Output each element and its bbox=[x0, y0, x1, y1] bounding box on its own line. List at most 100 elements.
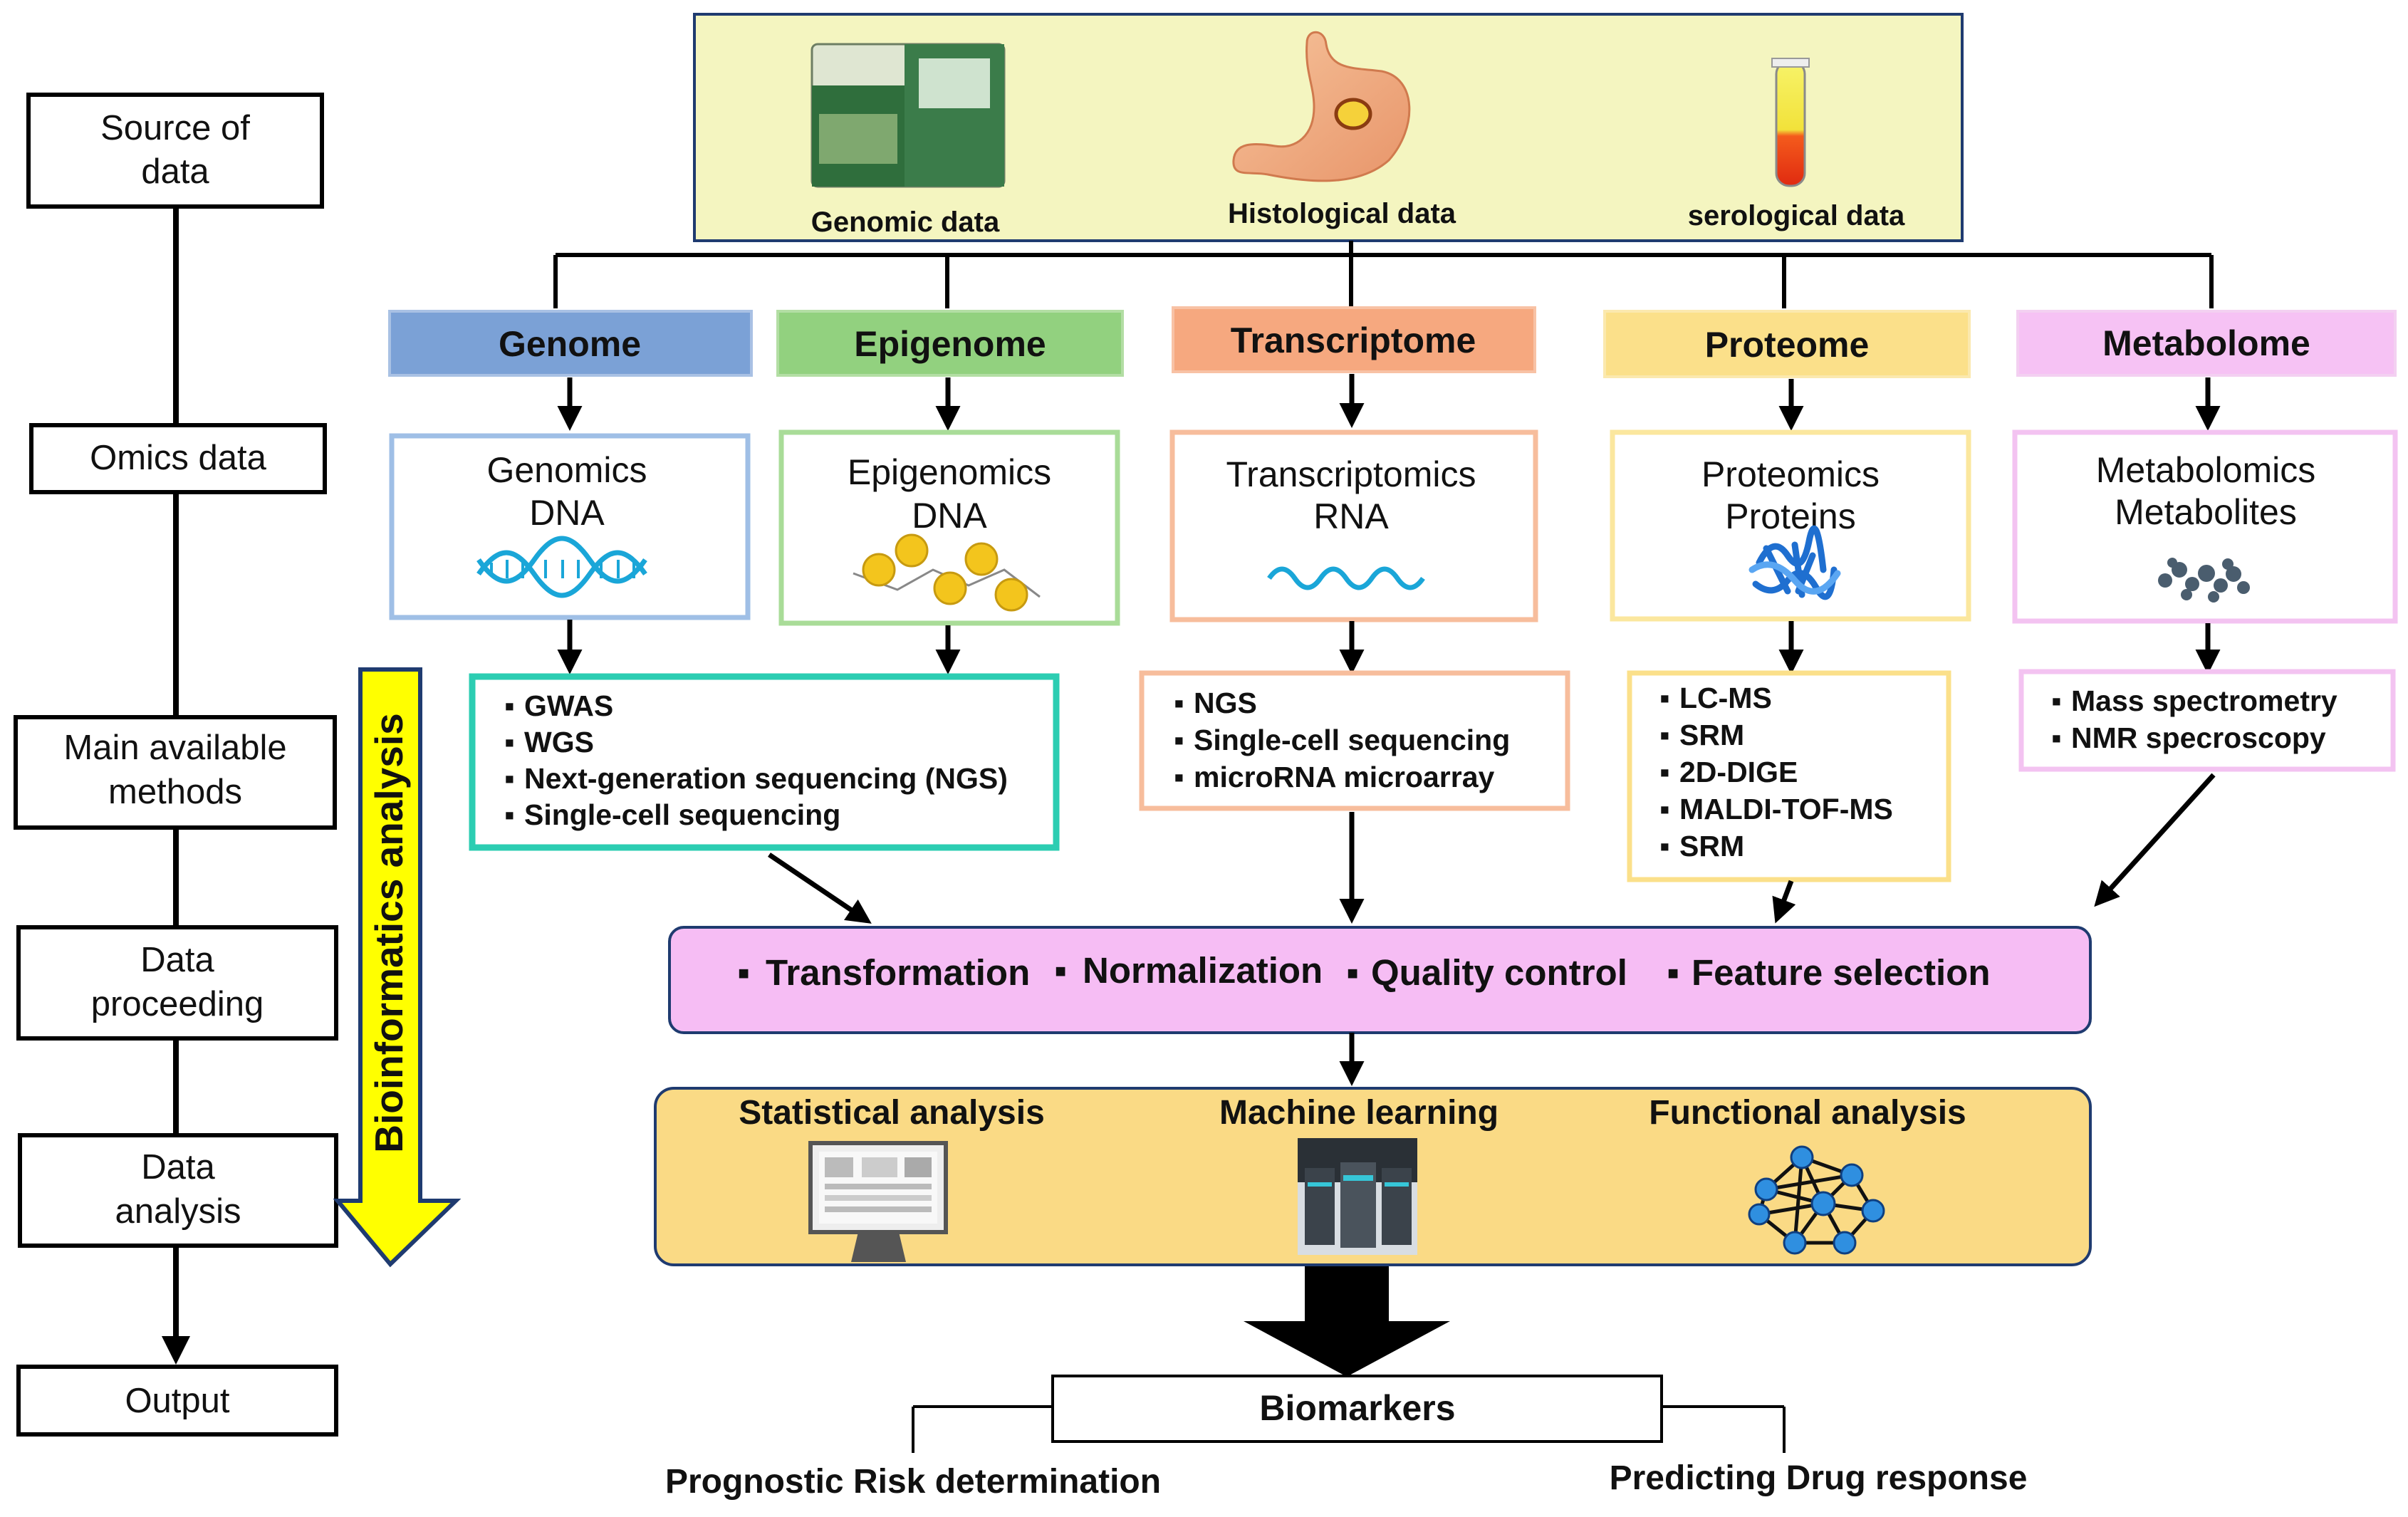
dna-helix-icon bbox=[476, 536, 647, 598]
stomach-icon bbox=[1232, 31, 1411, 182]
biomarkers-label: Biomarkers bbox=[1259, 1388, 1455, 1428]
step-analysis-line1: Data bbox=[141, 1148, 215, 1187]
server-racks-icon bbox=[1298, 1138, 1417, 1255]
step-proceeding-line2: proceeding bbox=[91, 985, 264, 1023]
omics-headers: Genome Epigenome Transcriptome Proteome … bbox=[388, 306, 2397, 378]
header-genome bbox=[388, 310, 753, 377]
metabolomics-line1: Metabolomics bbox=[2096, 450, 2315, 490]
source-connector bbox=[553, 241, 2214, 308]
analysis-bar: Statistical analysis Machine learning Fu… bbox=[654, 1087, 2092, 1266]
rna-wave-icon bbox=[1267, 566, 1425, 590]
svg-text:▪: ▪ bbox=[1659, 830, 1670, 862]
genome-method-bullet: ▪ bbox=[504, 798, 515, 831]
svg-text:▪: ▪ bbox=[1659, 756, 1670, 788]
source-histological-label: Histological data bbox=[1228, 198, 1456, 229]
proteome-method-2: SRM bbox=[1679, 719, 1744, 751]
step-methods-line1: Main available bbox=[63, 729, 286, 767]
bioinformatics-arrow: Bioinformatics analysis bbox=[333, 667, 462, 1268]
step-source-line2: data bbox=[141, 152, 209, 191]
header-metabolome bbox=[2016, 310, 2397, 377]
data-sources-panel: Genomic data Histological data serologic… bbox=[693, 13, 1964, 242]
epigenomics-line1: Epigenomics bbox=[848, 452, 1051, 492]
epigenomics-line2: DNA bbox=[912, 496, 987, 536]
transcriptomics-line2: RNA bbox=[1313, 496, 1389, 536]
genome-method-1: GWAS bbox=[524, 689, 613, 722]
proteome-method-1: LC-MS bbox=[1679, 682, 1772, 714]
svg-text:▪: ▪ bbox=[1659, 793, 1670, 825]
analysis-functional: Functional analysis bbox=[1649, 1094, 1966, 1132]
protein-structure-icon bbox=[1748, 525, 1841, 600]
genome-method-4: Single-cell sequencing bbox=[524, 798, 840, 831]
svg-text:▪: ▪ bbox=[737, 952, 750, 993]
transcriptome-method-1: NGS bbox=[1194, 687, 1257, 719]
methods-boxes: ▪ GWAS ▪ WGS ▪ Next-generation sequencin… bbox=[469, 669, 2396, 882]
proteome-method-4: MALDI-TOF-MS bbox=[1679, 793, 1893, 825]
processing-bar: ▪ Transformation ▪ Normalization ▪ Quali… bbox=[668, 926, 2092, 1034]
sequencer-machine-icon bbox=[811, 43, 1006, 188]
header-transcriptome bbox=[1172, 306, 1536, 373]
box-proteomics bbox=[1610, 429, 1971, 622]
genomics-line1: Genomics bbox=[486, 450, 647, 490]
step-data-analysis bbox=[18, 1133, 338, 1248]
box-transcriptome-methods bbox=[1139, 670, 1570, 811]
svg-text:▪: ▪ bbox=[2051, 684, 2062, 717]
transcriptome-method-2: Single-cell sequencing bbox=[1194, 724, 1510, 756]
box-metabolomics bbox=[2012, 429, 2398, 624]
svg-text:▪: ▪ bbox=[2051, 721, 2062, 754]
box-proteome-methods bbox=[1627, 670, 1951, 882]
proteomics-line1: Proteomics bbox=[1701, 454, 1880, 494]
transcriptomics-line1: Transcriptomics bbox=[1226, 454, 1476, 494]
genomics-line2: DNA bbox=[529, 493, 605, 533]
genome-method-3: Next-generation sequencing (NGS) bbox=[524, 762, 1008, 795]
blood-tube-icon bbox=[1771, 58, 1810, 187]
header-proteome bbox=[1603, 310, 1971, 378]
svg-text:▪: ▪ bbox=[1659, 719, 1670, 751]
step-analysis-line2: analysis bbox=[115, 1192, 241, 1231]
step-source-line1: Source of bbox=[100, 109, 250, 147]
step-proceeding-line1: Data bbox=[140, 941, 214, 979]
header-proteome-label: Proteome bbox=[1705, 325, 1870, 365]
proteome-method-5: SRM bbox=[1679, 830, 1744, 862]
svg-text:▪: ▪ bbox=[1054, 950, 1067, 991]
network-graph-icon bbox=[1748, 1145, 1885, 1255]
analysis-statistical: Statistical analysis bbox=[739, 1094, 1045, 1132]
analysis-machine-learning: Machine learning bbox=[1219, 1094, 1499, 1132]
header-metabolome-label: Metabolome bbox=[2102, 323, 2310, 363]
step-omics-data bbox=[29, 423, 327, 494]
metabolome-method-1: Mass spectrometry bbox=[2071, 684, 2337, 717]
svg-text:▪: ▪ bbox=[1174, 687, 1184, 719]
header-genome-label: Genome bbox=[499, 324, 641, 364]
omics-arrows bbox=[557, 620, 2221, 674]
processing-transformation: Transformation bbox=[766, 952, 1030, 993]
genome-method-bullet: ▪ bbox=[504, 726, 515, 758]
svg-text:▪: ▪ bbox=[1667, 952, 1679, 993]
biomarkers-box bbox=[1051, 1375, 1663, 1443]
svg-text:▪: ▪ bbox=[1659, 682, 1670, 714]
step-main-methods bbox=[14, 715, 337, 830]
header-arrows bbox=[557, 374, 2221, 431]
step-data-proceeding bbox=[16, 925, 338, 1041]
big-down-arrow bbox=[1244, 1266, 1450, 1377]
left-pipeline: Source of data Omics data Main available… bbox=[14, 93, 338, 1437]
step-methods-line2: methods bbox=[108, 773, 242, 811]
processing-quality-control: Quality control bbox=[1371, 952, 1627, 993]
processing-normalization: Normalization bbox=[1083, 950, 1323, 991]
header-epigenome bbox=[776, 310, 1124, 377]
source-serological-label: serological data bbox=[1688, 200, 1905, 231]
box-genomics bbox=[389, 433, 751, 620]
bioinformatics-label: Bioinformatics analysis bbox=[367, 713, 411, 1152]
step-output-label: Output bbox=[125, 1382, 229, 1420]
svg-text:▪: ▪ bbox=[1346, 952, 1359, 993]
step-output bbox=[16, 1365, 338, 1437]
svg-text:▪: ▪ bbox=[1174, 724, 1184, 756]
computer-monitor-icon bbox=[808, 1141, 948, 1262]
output-section: Biomarkers Prognostic Risk determination… bbox=[665, 1375, 2028, 1501]
box-metabolome-methods bbox=[2018, 669, 2396, 772]
step-source-of-data bbox=[26, 93, 324, 209]
transcriptome-method-3: microRNA microarray bbox=[1194, 761, 1495, 793]
output-drug-response-label: Predicting Drug response bbox=[1610, 1459, 2028, 1497]
methylated-dna-icon bbox=[853, 533, 1041, 612]
proteomics-line2: Proteins bbox=[1725, 496, 1855, 536]
genome-method-bullet: ▪ bbox=[504, 689, 515, 722]
